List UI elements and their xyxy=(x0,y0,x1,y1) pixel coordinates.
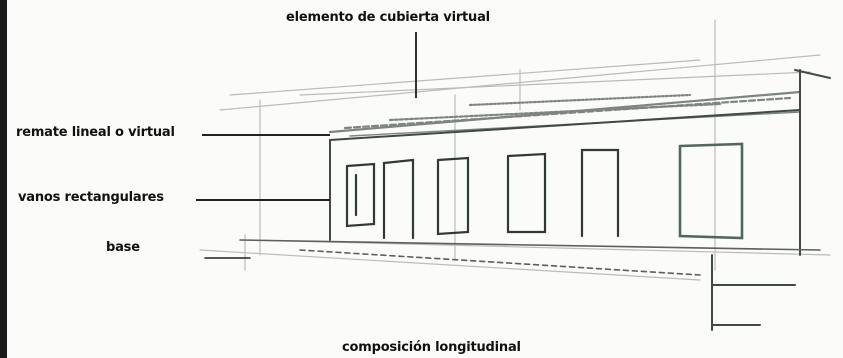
label-remate: remate lineal o virtual xyxy=(16,125,175,140)
label-roof-element: elemento de cubierta virtual xyxy=(286,10,490,25)
base-line xyxy=(204,239,821,276)
leader-vanos xyxy=(196,199,330,201)
caption: composición longitudinal xyxy=(342,340,521,355)
leader-roof xyxy=(415,32,417,98)
facade-outline xyxy=(329,69,831,331)
leader-remate xyxy=(202,134,330,136)
window-openings xyxy=(345,142,744,240)
label-base: base xyxy=(106,240,140,255)
left-border xyxy=(0,0,7,358)
label-vanos: vanos rectangulares xyxy=(18,190,164,205)
